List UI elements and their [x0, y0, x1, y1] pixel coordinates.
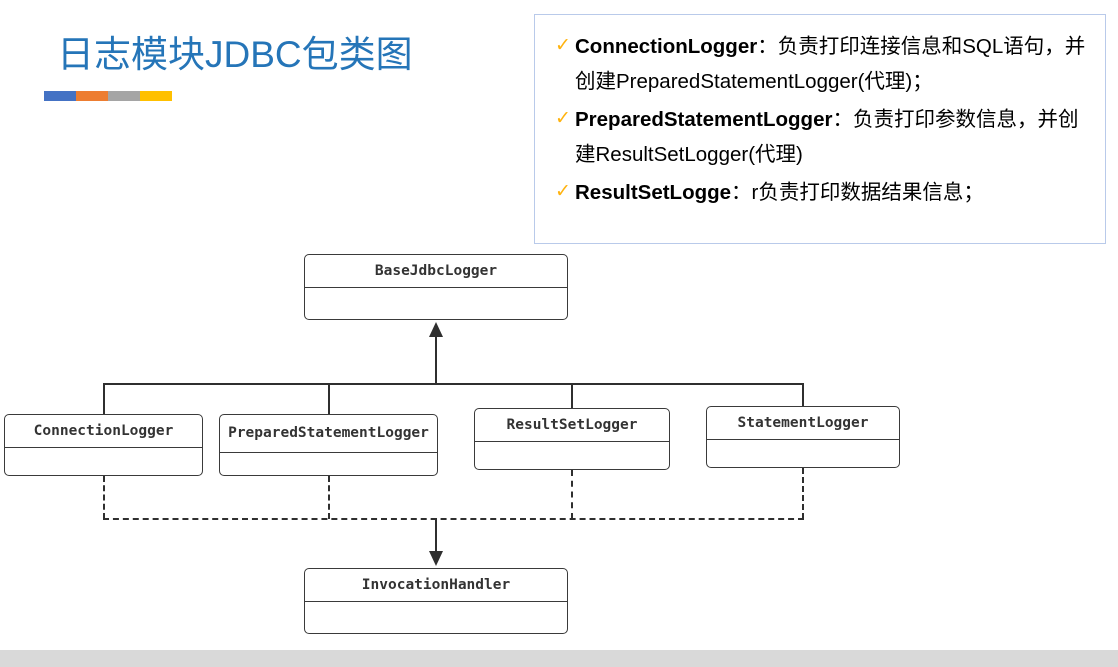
- class-name-label: ConnectionLogger: [5, 415, 202, 448]
- accent-seg-gray: [108, 91, 140, 101]
- class-box-connectionlogger[interactable]: ConnectionLogger: [4, 414, 203, 476]
- legend-item-text: ResultSetLogge：r负责打印数据结果信息；: [575, 175, 1095, 210]
- realization-arrowhead: [429, 551, 443, 566]
- accent-seg-orange: [76, 91, 108, 101]
- generalization-arrowhead: [429, 322, 443, 337]
- title-accent-bar: [44, 91, 172, 101]
- legend-panel: ✓ ConnectionLogger：负责打印连接信息和SQL语句，并创建Pre…: [534, 14, 1106, 244]
- realization-drop-statementlogger: [802, 468, 804, 519]
- class-members-compartment: [220, 453, 437, 475]
- class-box-basejdbclogger[interactable]: BaseJdbcLogger: [304, 254, 568, 320]
- legend-item: ✓ PreparedStatementLogger：负责打印参数信息，并创建Re…: [549, 102, 1095, 172]
- page-title: 日志模块JDBC包类图: [57, 34, 413, 75]
- legend-item: ✓ ResultSetLogge：r负责打印数据结果信息；: [549, 175, 1095, 210]
- class-box-statementlogger[interactable]: StatementLogger: [706, 406, 900, 468]
- accent-seg-yellow: [140, 91, 172, 101]
- uml-class-diagram: BaseJdbcLogger ConnectionLogger Prepared…: [4, 254, 900, 634]
- generalization-bus: [104, 383, 804, 385]
- accent-seg-blue: [44, 91, 76, 101]
- class-name-label: BaseJdbcLogger: [305, 255, 567, 288]
- generalization-drop-resultsetlogger: [571, 383, 573, 415]
- class-members-compartment: [475, 442, 669, 469]
- legend-item-bold: ConnectionLogger: [575, 35, 758, 58]
- footer-strip: [0, 650, 1118, 667]
- legend-item-rest: ：负责打印连接信息和SQL语句，并创建PreparedStatementLogg…: [575, 35, 1086, 93]
- generalization-drop-connectionlogger: [103, 383, 105, 415]
- check-icon: ✓: [555, 35, 571, 56]
- legend-item-text: ConnectionLogger：负责打印连接信息和SQL语句，并创建Prepa…: [575, 29, 1095, 99]
- check-icon: ✓: [555, 181, 571, 202]
- class-box-invocationhandler[interactable]: InvocationHandler: [304, 568, 568, 634]
- class-box-preparedstatementlogger[interactable]: PreparedStatementLogger: [219, 414, 438, 476]
- class-box-resultsetlogger[interactable]: ResultSetLogger: [474, 408, 670, 470]
- legend-item-bold: PreparedStatementLogger: [575, 108, 833, 131]
- legend-item-bold: ResultSetLogge: [575, 181, 732, 204]
- legend-item-rest: ：负责打印参数信息，并创建ResultSetLogger(代理): [575, 108, 1079, 166]
- legend-item: ✓ ConnectionLogger：负责打印连接信息和SQL语句，并创建Pre…: [549, 29, 1095, 99]
- class-name-label: ResultSetLogger: [475, 409, 669, 442]
- realization-drop-connectionlogger: [103, 476, 105, 519]
- realization-drop-resultsetlogger: [571, 470, 573, 519]
- check-icon: ✓: [555, 108, 571, 129]
- realization-drop-preparedstatementlogger: [328, 476, 330, 519]
- legend-item-rest: ：r负责打印数据结果信息；: [731, 181, 984, 204]
- legend-item-text: PreparedStatementLogger：负责打印参数信息，并创建Resu…: [575, 102, 1095, 172]
- generalization-drop-statementlogger: [802, 383, 804, 415]
- class-members-compartment: [305, 602, 567, 633]
- class-members-compartment: [305, 288, 567, 319]
- slide-canvas: 日志模块JDBC包类图 ✓ ConnectionLogger：负责打印连接信息和…: [4, 14, 1106, 634]
- class-name-label: StatementLogger: [707, 407, 899, 440]
- class-name-label: InvocationHandler: [305, 569, 567, 602]
- realization-stem: [435, 518, 437, 552]
- generalization-drop-preparedstatementlogger: [328, 383, 330, 415]
- realization-bus: [103, 518, 804, 520]
- class-name-label: PreparedStatementLogger: [220, 415, 437, 453]
- class-members-compartment: [707, 440, 899, 467]
- class-members-compartment: [5, 448, 202, 475]
- generalization-stem: [435, 336, 437, 384]
